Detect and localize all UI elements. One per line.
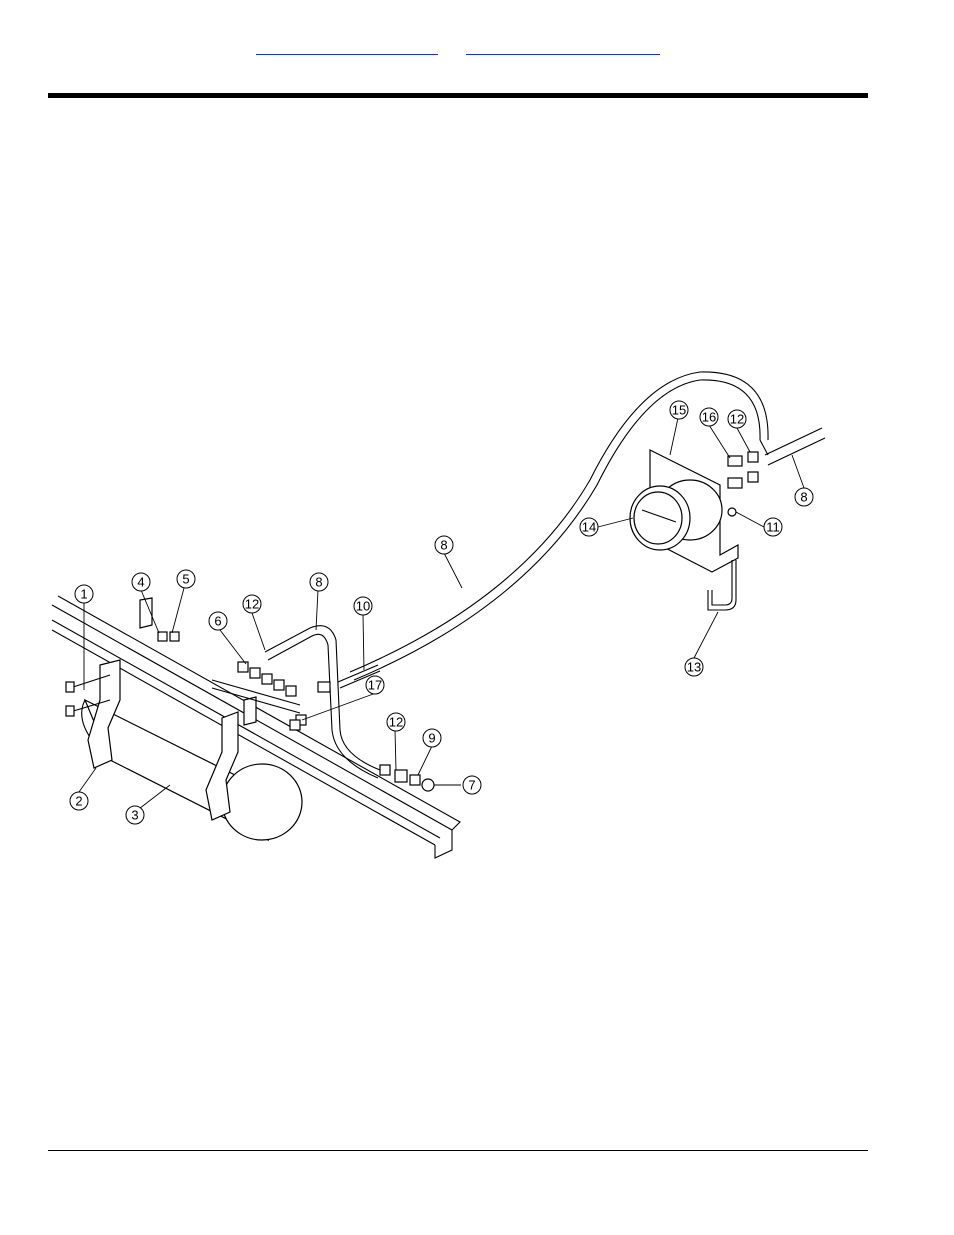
callout-10: 10 (354, 597, 372, 615)
svg-text:15: 15 (672, 403, 686, 418)
callout-3: 3 (126, 806, 144, 824)
callout-16: 16 (700, 408, 718, 426)
svg-text:5: 5 (182, 572, 189, 587)
svg-text:8: 8 (800, 490, 807, 505)
callout-7: 7 (463, 776, 481, 794)
callout-15: 15 (670, 401, 688, 419)
callout-11: 11 (764, 518, 782, 536)
footer-rule (48, 1150, 868, 1151)
callout-2: 2 (70, 792, 88, 810)
callout-6: 6 (209, 612, 227, 630)
svg-text:8: 8 (315, 575, 322, 590)
callout-5: 5 (177, 570, 195, 588)
svg-text:12: 12 (389, 715, 403, 730)
callout-14: 14 (580, 518, 598, 536)
callout-1: 1 (75, 585, 93, 603)
svg-text:11: 11 (766, 520, 780, 535)
callout-8-right: 8 (795, 488, 813, 506)
callout-13: 13 (685, 658, 703, 676)
callout-8-middle: 8 (435, 536, 453, 554)
callout-12-left: 12 (243, 595, 261, 613)
callout-8-left: 8 (310, 573, 328, 591)
callout-9: 9 (423, 729, 441, 747)
svg-text:9: 9 (428, 731, 435, 746)
callout-17: 17 (366, 676, 384, 694)
svg-text:2: 2 (75, 794, 82, 809)
svg-text:7: 7 (468, 778, 475, 793)
gauge-assembly (630, 450, 738, 572)
svg-text:4: 4 (137, 575, 144, 590)
svg-text:6: 6 (214, 614, 221, 629)
svg-text:10: 10 (356, 599, 370, 614)
hose-loop (265, 626, 434, 791)
callout-12-middle: 12 (387, 713, 405, 731)
svg-text:13: 13 (687, 660, 701, 675)
svg-text:8: 8 (440, 538, 447, 553)
callout-4: 4 (132, 573, 150, 591)
svg-text:17: 17 (368, 678, 382, 693)
gauge-fittings (728, 428, 825, 488)
svg-text:14: 14 (582, 520, 596, 535)
svg-text:12: 12 (730, 412, 744, 427)
tank (82, 700, 302, 840)
svg-text:3: 3 (131, 808, 138, 823)
svg-text:1: 1 (80, 587, 87, 602)
callout-12-right: 12 (728, 410, 746, 428)
svg-text:16: 16 (702, 410, 716, 425)
svg-text:12: 12 (245, 597, 259, 612)
